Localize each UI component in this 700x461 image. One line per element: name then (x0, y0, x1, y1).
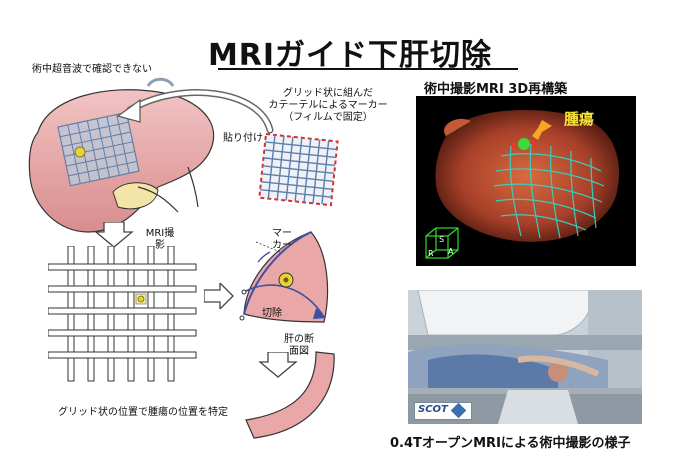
grid-film (258, 132, 339, 207)
down-arrow-mri (94, 222, 134, 248)
marker-side-label: マー カー (272, 228, 292, 251)
cube-letter-a: A (448, 247, 454, 256)
mri-tumor (518, 138, 530, 150)
open-mri-scene (408, 290, 642, 424)
liver-illustration (28, 77, 215, 233)
marker-description: グリッド状に組んだ カテーテルによるマーカー （フィルムで固定） (268, 88, 388, 123)
title-underline (218, 68, 518, 70)
resected-piece (245, 351, 335, 439)
photo-caption: 0.4TオープンMRIによる術中撮影の様子 (390, 436, 631, 451)
grid-tumor (137, 295, 145, 303)
cube-letter-s: S (439, 235, 445, 244)
mri-3d-panel: 腫瘍 S R A (416, 96, 636, 266)
page-title: MRIガイド下肝切除 (207, 38, 493, 73)
tumor-label: 腫瘍 (564, 110, 595, 128)
cross-section-label: 肝の断 面図 (284, 334, 314, 357)
ultrasound-note: 術中超音波で確認できない (32, 64, 152, 75)
tumor-dot (74, 146, 86, 158)
resection-label: 切除 (262, 308, 282, 319)
right-arrow (204, 283, 234, 309)
attach-label: 貼り付け (223, 133, 263, 144)
scot-logo-icon (450, 402, 467, 419)
attach-arrow (116, 89, 274, 134)
cube-letter-r: R (428, 249, 434, 258)
open-mri-photo: SCOT (408, 290, 642, 424)
scot-logo-box: SCOT (414, 402, 472, 420)
resection-section (239, 231, 329, 323)
grid-map (48, 246, 197, 382)
grid-caption: グリッド状の位置で腫瘍の位置を特定 (58, 407, 228, 418)
mri-scan-label: MRI撮 影 (145, 228, 175, 251)
mri-panel-title: 術中撮影MRI 3D再構築 (424, 82, 568, 97)
scot-logo-text: SCOT (418, 404, 448, 415)
mri-3d-render (425, 110, 620, 259)
tumor-pointer-arrow (532, 120, 552, 140)
orientation-cube (425, 227, 459, 259)
down-arrow-section (258, 352, 298, 378)
